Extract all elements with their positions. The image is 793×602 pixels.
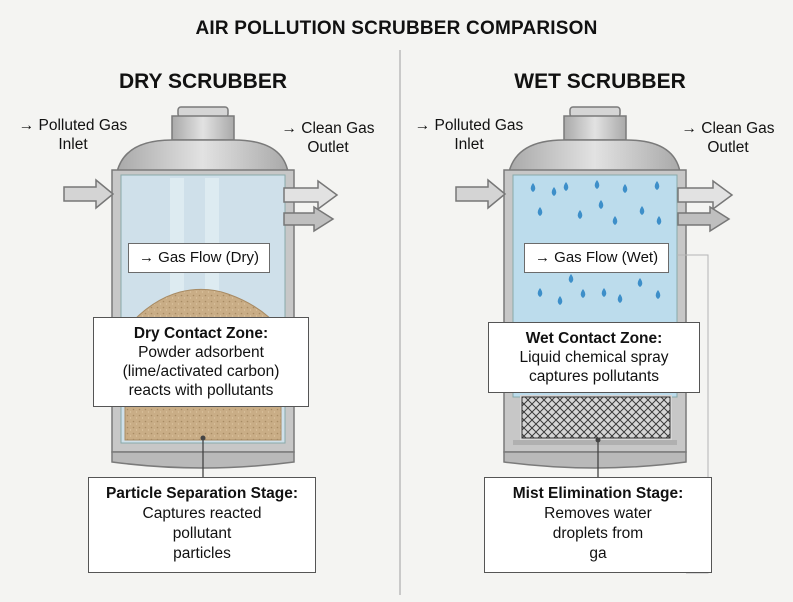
wet-inlet-label: → Polluted Gas Inlet [404, 116, 534, 154]
dry-dome [116, 139, 289, 173]
dry-zone-line1: Powder adsorbent [138, 344, 264, 361]
page-title: AIR POLLUTION SCRUBBER COMPARISON [195, 18, 598, 39]
wet-outlet-line2: Outlet [707, 139, 749, 156]
dry-top-neck [171, 115, 235, 141]
wet-stage-line3: ga [589, 545, 607, 562]
dry-stage-line1: Captures reacted [142, 505, 262, 522]
water-droplet-icon [537, 288, 543, 297]
water-droplet-icon [654, 181, 660, 190]
dry-stage-line3: particles [173, 545, 231, 562]
dry-zone-title: Dry Contact Zone: [133, 325, 269, 342]
water-droplet-icon [598, 200, 604, 209]
water-droplet-icon [537, 207, 543, 216]
wet-vessel [503, 106, 709, 574]
water-droplet-icon [655, 290, 661, 299]
dry-outlet-line2: Outlet [307, 139, 349, 156]
dry-gas-flow-label: → Gas Flow (Dry) [128, 243, 270, 273]
dry-contact-zone-box: Dry Contact Zone: Powder adsorbent (lime… [93, 317, 309, 407]
wet-stage-title: Mist Elimination Stage: [512, 485, 684, 502]
dry-inlet-line1: → Polluted Gas [18, 117, 128, 134]
wet-stage-line2: droplets from [552, 525, 644, 542]
dry-outlet-arrows [283, 179, 339, 233]
water-droplet-icon [563, 182, 569, 191]
water-droplet-icon [617, 294, 623, 303]
water-droplet-icon [639, 206, 645, 215]
dry-separation-stage-box: Particle Separation Stage: Captures reac… [88, 477, 316, 573]
wet-top-neck [563, 115, 627, 141]
water-droplet-icon [577, 210, 583, 219]
water-droplet-icon [656, 216, 662, 225]
wet-outlet-label: → Clean Gas Outlet [668, 119, 788, 157]
water-droplet-icon [530, 183, 536, 192]
water-droplet-icon [601, 288, 607, 297]
dry-inlet-arrow [63, 178, 115, 210]
water-droplet-icon [622, 184, 628, 193]
wet-outlet-line1: → Clean Gas [681, 120, 775, 137]
wet-mist-elimination-stage-box: Mist Elimination Stage: Removes water dr… [484, 477, 712, 573]
wet-zone-line2: captures pollutants [528, 368, 660, 385]
wet-inlet-line1: → Polluted Gas [414, 117, 524, 134]
water-droplet-icon [568, 274, 574, 283]
wet-outlet-arrows [677, 179, 734, 233]
dry-zone-line2: (lime/activated carbon) [122, 363, 280, 380]
water-droplet-icon [637, 278, 643, 287]
dry-heading: DRY SCRUBBER [118, 70, 288, 93]
dry-outlet-line1: → Clean Gas [281, 120, 375, 137]
wet-zone-title: Wet Contact Zone: [525, 330, 663, 347]
wet-inlet-line2: Inlet [454, 136, 484, 153]
wet-gas-flow-label: → Gas Flow (Wet) [524, 243, 670, 273]
water-droplet-icon [594, 180, 600, 189]
wet-contact-zone-box: Wet Contact Zone: Liquid chemical spray … [488, 322, 700, 393]
wet-base [503, 451, 687, 469]
wet-inlet-arrow [455, 178, 507, 210]
wet-mist-eliminator [521, 396, 671, 439]
wet-droplets [530, 180, 662, 305]
water-droplet-icon [557, 296, 563, 305]
dry-outlet-label: → Clean Gas Outlet [268, 119, 388, 157]
dry-zone-line3: reacts with pollutants [128, 382, 274, 399]
wet-zone-line1: Liquid chemical spray [519, 349, 669, 366]
dry-inlet-label: → Polluted Gas Inlet [8, 116, 138, 154]
wet-dome [508, 139, 681, 173]
dry-stage-title: Particle Separation Stage: [105, 485, 299, 502]
wet-heading: WET SCRUBBER [514, 70, 686, 93]
dry-stage-line2: pollutant [172, 525, 232, 542]
water-droplet-icon [612, 216, 618, 225]
dry-inlet-line2: Inlet [58, 136, 88, 153]
center-divider [399, 50, 401, 595]
wet-stage-line1: Removes water [544, 505, 652, 522]
water-droplet-icon [580, 289, 586, 298]
dry-vessel [111, 106, 295, 478]
water-droplet-icon [551, 187, 557, 196]
